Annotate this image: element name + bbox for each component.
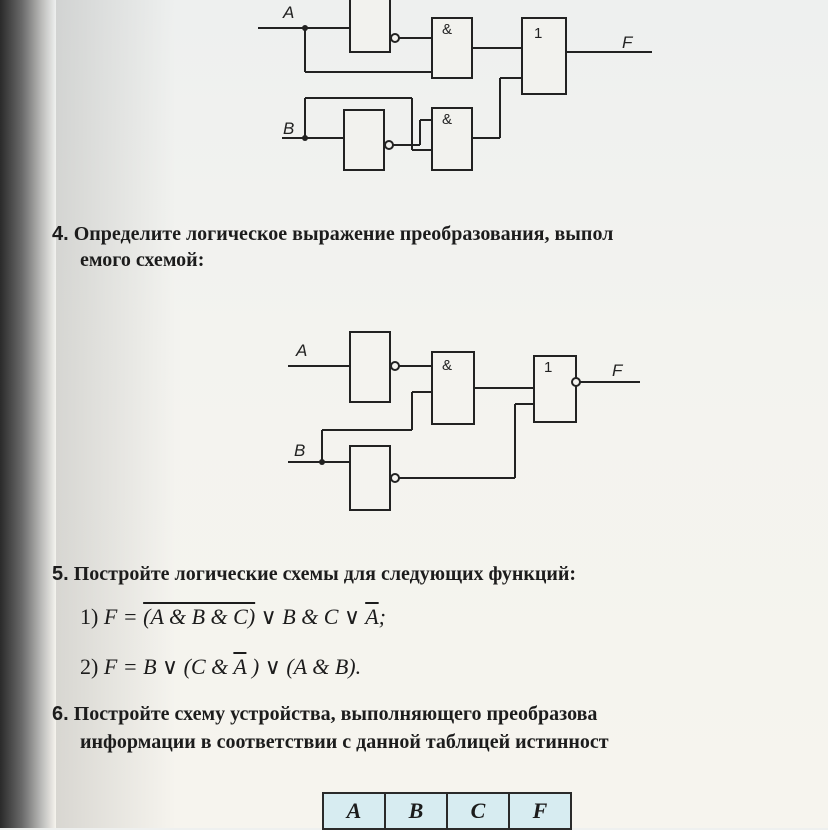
formula-2-end: ) ∨ (A & B). (251, 654, 362, 679)
top-and-gate-2 (431, 107, 473, 171)
top-and2-symbol: & (442, 111, 452, 128)
mid-label-b: B (294, 441, 305, 460)
formula-1-lhs: F = (103, 604, 138, 629)
task-5: 5. Постройте логические схемы для следую… (52, 562, 576, 587)
formula-2-label: 2) (80, 654, 99, 679)
task-4-line-2: емого схемой: (80, 249, 205, 271)
top-or-gate (521, 17, 567, 95)
formula-1-a-bar: A (365, 604, 379, 629)
mid-not-gate-b (349, 445, 391, 511)
mid-not-gate-a (349, 331, 391, 403)
formula-2-a-bar: A (233, 654, 247, 679)
formula-2-lhs: F = B ∨ (C & (103, 654, 229, 679)
top-and-gate-1 (431, 17, 473, 79)
truth-col-c: C (446, 792, 510, 830)
formula-1-rest: ∨ B & C ∨ (260, 604, 361, 629)
task-6: 6. Постройте схему устройства, выполняющ… (52, 702, 597, 727)
formula-1: 1) F = (A & B & C) ∨ B & C ∨ A; (80, 604, 386, 630)
mid-not-b-bubble (390, 473, 400, 483)
task-4: 4. Определите логическое выражение преоб… (52, 222, 613, 247)
mid-or-gate (533, 355, 577, 423)
task-4-number: 4. (52, 223, 69, 245)
mid-and-symbol: & (442, 357, 452, 374)
top-or-symbol: 1 (534, 25, 542, 42)
task-6-line-1: Постройте схему устройства, выполняющего… (73, 703, 598, 725)
formula-1-overlined: (A & B & C) (143, 604, 256, 629)
truth-col-a: A (322, 792, 386, 830)
mid-not-a-bubble (390, 361, 400, 371)
top-not-gate-b (343, 109, 385, 171)
mid-label-a: A (295, 341, 307, 360)
task-6-line-2: информации в соответствии с данной табли… (80, 731, 609, 753)
mid-or-symbol: 1 (544, 359, 552, 376)
top-and1-symbol: & (442, 21, 452, 38)
task-6-number: 6. (52, 703, 69, 725)
page-curve-shadow (56, 0, 176, 828)
book-spine-shadow (0, 0, 56, 828)
top-not-a-bubble (390, 33, 400, 43)
truth-col-f: F (508, 792, 572, 830)
mid-label-f: F (612, 361, 624, 380)
top-label-b: B (283, 119, 294, 138)
top-label-f: F (622, 33, 634, 52)
task-4-line-1: Определите логическое выражение преобраз… (73, 223, 614, 245)
truth-col-b: B (384, 792, 448, 830)
truth-table-header-row: A B C F (322, 792, 572, 830)
top-label-a: A (282, 3, 294, 22)
formula-1-end: ; (378, 604, 386, 629)
task-5-number: 5. (52, 563, 69, 585)
formula-2: 2) F = B ∨ (C & A ) ∨ (A & B). (80, 654, 361, 680)
task-5-text: Постройте логические схемы для следующих… (73, 563, 577, 585)
formula-1-label: 1) (80, 604, 99, 629)
mid-and-gate (431, 351, 475, 425)
truth-table: A B C F (322, 792, 572, 830)
top-not-gate-a (349, 0, 391, 53)
